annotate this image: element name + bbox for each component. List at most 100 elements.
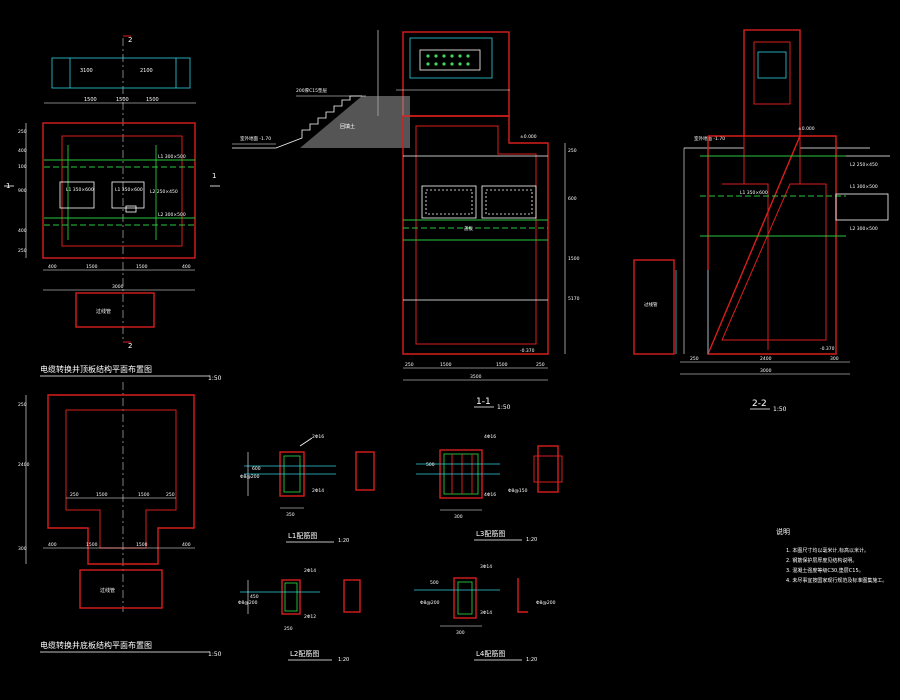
svg-text:2Φ16: 2Φ16: [312, 434, 324, 440]
section-1-title: 1-1: [476, 397, 491, 407]
section-2-title: 2-2: [752, 399, 767, 409]
svg-text:3Φ14: 3Φ14: [480, 564, 492, 570]
svg-text:300: 300: [456, 630, 465, 636]
svg-text:2Φ12: 2Φ12: [304, 614, 316, 620]
svg-text:1500: 1500: [136, 264, 148, 270]
svg-text:L2 300×500: L2 300×500: [158, 212, 186, 218]
section-1-inner-wall: [415, 125, 537, 345]
svg-text:250: 250: [284, 626, 293, 632]
svg-text:1500: 1500: [86, 542, 98, 548]
svg-text:1500: 1500: [496, 362, 508, 368]
svg-text:600: 600: [568, 196, 577, 202]
detail-l3-title: L3配筋图: [476, 529, 505, 538]
svg-text:L2 300×500: L2 300×500: [850, 226, 878, 232]
svg-text:室外地面 -1.70: 室外地面 -1.70: [694, 135, 725, 142]
svg-text:600: 600: [252, 466, 261, 472]
svg-text:3Φ14: 3Φ14: [480, 610, 492, 616]
svg-text:100: 100: [18, 164, 27, 170]
svg-text:250: 250: [166, 492, 175, 498]
plan-bottom-conduit-tab: [79, 569, 163, 609]
svg-text:1500: 1500: [96, 492, 108, 498]
svg-text:1500: 1500: [116, 97, 129, 103]
svg-text:1:50: 1:50: [208, 651, 222, 658]
svg-text:Φ8@200: Φ8@200: [420, 600, 440, 606]
svg-text:450: 450: [250, 594, 259, 600]
note-1: 1. 本图尺寸均以毫米计,标高以米计。: [786, 547, 869, 554]
note-4: 4. 未尽事宜按国家现行规范及标准图集施工。: [786, 577, 887, 584]
svg-text:250: 250: [70, 492, 79, 498]
svg-text:3000: 3000: [112, 284, 124, 290]
svg-text:900: 900: [18, 188, 27, 194]
svg-text:-0.370: -0.370: [520, 348, 535, 354]
svg-text:1:50: 1:50: [497, 404, 511, 411]
notes-block: 说明 1. 本图尺寸均以毫米计,标高以米计。 2. 钢筋保护层厚度见结构说明。 …: [776, 527, 887, 584]
svg-text:250: 250: [536, 362, 545, 368]
plan-top-outer-wall: [42, 122, 196, 259]
svg-text:室外地面 -1.70: 室外地面 -1.70: [240, 135, 271, 142]
detail-l4-title: L4配筋图: [476, 649, 505, 658]
svg-text:5170: 5170: [568, 296, 580, 302]
svg-text:2400: 2400: [18, 462, 30, 468]
plan-top-opening-left: [59, 181, 95, 209]
svg-text:250: 250: [568, 148, 577, 154]
section-1-main-box: [402, 115, 549, 355]
detail-l3: 4Φ16 4Φ16 Φ8@150 300 500 L3配筋图 1:20: [416, 434, 563, 543]
plan-top-opening-right: [111, 181, 145, 209]
plan-bottom-title: 电缆转换井底板结构平面布置图: [40, 640, 152, 650]
section-2-left-stub: [633, 259, 675, 355]
svg-text:3500: 3500: [470, 374, 482, 380]
svg-text:250: 250: [18, 402, 27, 408]
svg-text:500: 500: [426, 462, 435, 468]
svg-text:2Φ14: 2Φ14: [312, 488, 324, 494]
svg-text:250: 250: [405, 362, 414, 368]
svg-text:400: 400: [18, 148, 27, 154]
svg-text:1:50: 1:50: [773, 406, 787, 413]
svg-text:1500: 1500: [568, 256, 580, 262]
note-2: 2. 钢筋保护层厚度见结构说明。: [786, 557, 857, 564]
section-1-backfill: [300, 96, 410, 148]
svg-text:L1 350×600: L1 350×600: [740, 190, 768, 196]
section-mark-bottom: 2: [128, 342, 132, 350]
section-mark-right: 1: [212, 172, 216, 180]
svg-text:3100: 3100: [80, 68, 93, 74]
svg-text:400: 400: [48, 542, 57, 548]
svg-text:2100: 2100: [140, 68, 153, 74]
svg-text:过线管: 过线管: [100, 587, 115, 594]
svg-text:2Φ14: 2Φ14: [304, 568, 316, 574]
svg-text:盖板: 盖板: [464, 225, 473, 232]
svg-text:1:20: 1:20: [338, 538, 349, 544]
svg-text:250: 250: [18, 248, 27, 254]
plan-bottom: 250 1500 1500 250 250 2400 300 400 1500 …: [18, 382, 222, 658]
svg-text:350: 350: [286, 512, 295, 518]
section-1-1: 回填土 200厚C15垫层 室外地面 -1.70 ±0.000 -0.370 盖…: [232, 30, 580, 411]
svg-text:回填土: 回填土: [340, 123, 355, 130]
svg-text:250: 250: [690, 356, 699, 362]
svg-text:Φ8@150: Φ8@150: [508, 488, 528, 494]
svg-text:Φ8@200: Φ8@200: [536, 600, 556, 606]
plan-top-shaft-cyan: [51, 57, 191, 89]
plan-top-inner-wall: [61, 135, 183, 247]
plan-top-conduit-tab: [75, 292, 155, 328]
svg-text:L1 350×600: L1 350×600: [66, 187, 94, 193]
svg-text:300: 300: [454, 514, 463, 520]
svg-text:200厚C15垫层: 200厚C15垫层: [296, 87, 327, 94]
section-2-upper-shaft: [743, 29, 801, 137]
svg-text:L1 300×500: L1 300×500: [850, 184, 878, 190]
svg-text:4Φ16: 4Φ16: [484, 492, 496, 498]
svg-text:±0.000: ±0.000: [798, 126, 815, 132]
detail-l2: 2Φ14 2Φ12 Φ8@200 250 450 L2配筋图 1:20: [238, 568, 361, 663]
svg-text:-0.370: -0.370: [820, 346, 835, 352]
section-2-main-box: [706, 135, 837, 355]
svg-text:过线管: 过线管: [644, 301, 658, 308]
svg-text:1500: 1500: [136, 542, 148, 548]
section-1-rebar-dots: [426, 54, 470, 66]
svg-text:Φ8@200: Φ8@200: [240, 474, 260, 480]
svg-text:3000: 3000: [760, 368, 772, 374]
svg-text:1:20: 1:20: [526, 537, 537, 543]
svg-text:500: 500: [430, 580, 439, 586]
plan-top: 2 2 1 1 3100 2100 1500 1500 1500 L1 350×…: [4, 35, 222, 382]
svg-text:L1 350×600: L1 350×600: [115, 187, 143, 193]
svg-text:2400: 2400: [760, 356, 772, 362]
detail-l1-title: L1配筋图: [288, 531, 317, 540]
